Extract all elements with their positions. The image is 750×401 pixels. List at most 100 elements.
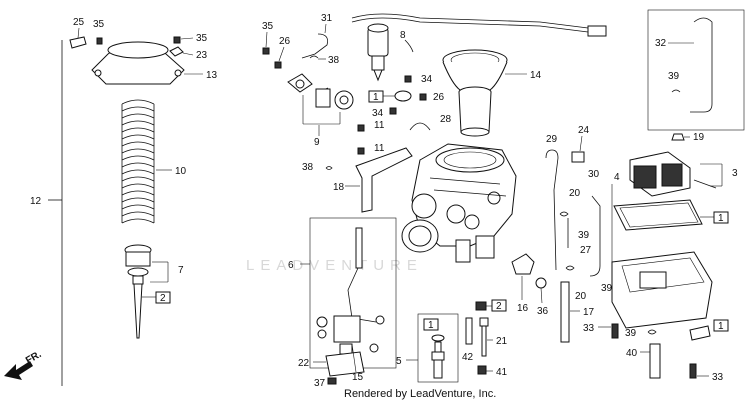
part-35-screw-c bbox=[262, 47, 270, 55]
callout-1b: 1 bbox=[718, 213, 724, 224]
callout-28: 28 bbox=[440, 114, 452, 125]
part-35-screw-b bbox=[173, 36, 181, 44]
part-3-float bbox=[629, 151, 717, 197]
callout-1a: 1 bbox=[373, 92, 379, 103]
box-group-5 bbox=[417, 313, 459, 383]
callout-38b: 38 bbox=[302, 162, 314, 173]
part-4-float-chamber bbox=[611, 251, 713, 341]
part-10-spring bbox=[120, 99, 156, 226]
part-18-bracket bbox=[355, 147, 413, 213]
part-37 bbox=[327, 377, 337, 385]
boxed-callout-1c bbox=[713, 319, 729, 332]
callout-24: 24 bbox=[578, 125, 590, 136]
callout-12: 12 bbox=[30, 196, 42, 207]
part-38-clip-b bbox=[325, 166, 333, 170]
callout-39c: 39 bbox=[668, 71, 680, 82]
callout-34b: 34 bbox=[372, 108, 384, 119]
callout-11b: 11 bbox=[374, 143, 385, 154]
part-21 bbox=[479, 317, 489, 357]
part-28-clamp bbox=[409, 122, 431, 131]
part-17-tube bbox=[560, 281, 570, 343]
callout-11a: 11 bbox=[374, 120, 385, 131]
callout-19: 19 bbox=[693, 132, 705, 143]
part-31-tube bbox=[301, 33, 328, 59]
boxed-callout-1a bbox=[368, 90, 384, 103]
part-34-screw bbox=[404, 75, 412, 83]
callout-27: 27 bbox=[580, 245, 592, 256]
front-direction-arrow: FR. bbox=[4, 349, 44, 380]
callout-16: 16 bbox=[517, 303, 529, 314]
callout-21: 21 bbox=[496, 336, 508, 347]
part-33-screw bbox=[611, 323, 619, 339]
box-group-6 bbox=[309, 217, 397, 369]
part-11-screw-b bbox=[357, 147, 365, 155]
callout-1d: 1 bbox=[428, 320, 434, 331]
callout-36: 36 bbox=[537, 306, 549, 317]
callout-18: 18 bbox=[333, 182, 345, 193]
part-42 bbox=[465, 317, 473, 345]
part-40-tube bbox=[649, 343, 661, 379]
part-gasket bbox=[613, 199, 703, 231]
callout-4: 4 bbox=[614, 172, 620, 183]
boxed-callout-1d bbox=[423, 318, 439, 331]
part-26-screw bbox=[274, 61, 282, 69]
callout-29: 29 bbox=[546, 134, 558, 145]
callout-7: 7 bbox=[178, 265, 184, 276]
box-group-32 bbox=[647, 9, 745, 131]
part-8-auto-choke bbox=[351, 13, 607, 82]
part-6-throttle-linkage bbox=[316, 227, 385, 355]
part-32-hose bbox=[690, 17, 713, 113]
callout-39a: 39 bbox=[578, 230, 590, 241]
direction-label: FR. bbox=[24, 349, 44, 367]
callout-9: 9 bbox=[314, 137, 320, 148]
part-34-screw-b bbox=[389, 107, 397, 115]
callout-41: 41 bbox=[496, 367, 508, 378]
part-41 bbox=[477, 365, 487, 375]
callout-6: 6 bbox=[288, 260, 294, 271]
callout-30: 30 bbox=[588, 169, 600, 180]
part-39-clip-b bbox=[647, 329, 657, 335]
part-16 bbox=[511, 253, 535, 275]
part-25-clip bbox=[69, 36, 87, 49]
part-24 bbox=[571, 151, 585, 163]
part-23 bbox=[169, 46, 184, 57]
part-7-needle-holder bbox=[124, 244, 152, 339]
part-35-screw bbox=[96, 37, 103, 45]
callout-20a: 20 bbox=[569, 188, 581, 199]
callout-39d: 39 bbox=[625, 328, 637, 339]
callout-42: 42 bbox=[462, 352, 474, 363]
part-20-clip bbox=[559, 211, 569, 217]
callout-35c: 35 bbox=[262, 21, 274, 32]
callout-25: 25 bbox=[73, 17, 85, 28]
callout-14: 14 bbox=[530, 70, 542, 81]
callout-23: 23 bbox=[196, 50, 208, 61]
callout-17: 17 bbox=[583, 307, 595, 318]
credit-text: Rendered by LeadVenture, Inc. bbox=[344, 388, 496, 400]
callout-2: 2 bbox=[160, 293, 166, 304]
callout-3: 3 bbox=[732, 168, 738, 179]
callout-22: 22 bbox=[298, 358, 310, 369]
callout-33a: 33 bbox=[583, 323, 595, 334]
callout-15: 15 bbox=[352, 372, 364, 383]
part-33-screw-b bbox=[689, 363, 697, 379]
part-38-clip bbox=[309, 55, 319, 59]
callout-40: 40 bbox=[626, 348, 638, 359]
boxed-callout-1b bbox=[713, 211, 729, 224]
callout-8: 8 bbox=[400, 30, 406, 41]
part-5-jet bbox=[431, 341, 445, 379]
callout-34a: 34 bbox=[421, 74, 433, 85]
watermark: LEADVENTURE bbox=[246, 257, 423, 274]
callout-35b: 35 bbox=[196, 33, 208, 44]
part-11-screw bbox=[357, 124, 365, 132]
callout-33b: 33 bbox=[712, 372, 724, 383]
callout-13: 13 bbox=[206, 70, 218, 81]
part-36 bbox=[535, 277, 547, 289]
boxed-callout-2b bbox=[491, 299, 507, 312]
part-20-clip-b bbox=[565, 265, 575, 271]
part-14-diaphragm bbox=[442, 49, 508, 137]
part-9-pump-assembly bbox=[287, 73, 354, 110]
callout-38a: 38 bbox=[328, 55, 340, 66]
part-19 bbox=[671, 133, 685, 141]
callout-32: 32 bbox=[655, 38, 667, 49]
